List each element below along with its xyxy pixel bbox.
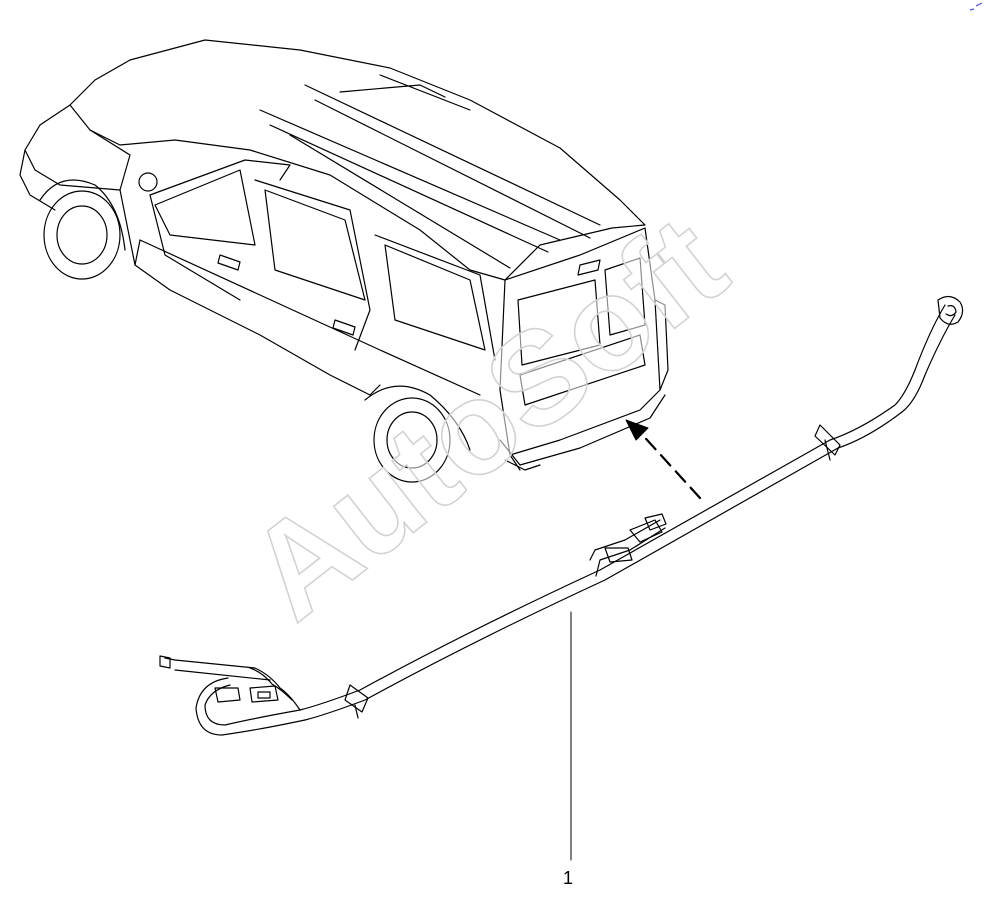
watermark-text: AutoSoft: [222, 188, 752, 647]
callout-number-1: 1: [563, 868, 574, 888]
rear-bumper-wiring-harness: [159, 295, 964, 736]
corner-mark: [969, 2, 983, 11]
assembly-arrow: [625, 419, 702, 500]
vehicle-illustration: [19, 39, 669, 483]
